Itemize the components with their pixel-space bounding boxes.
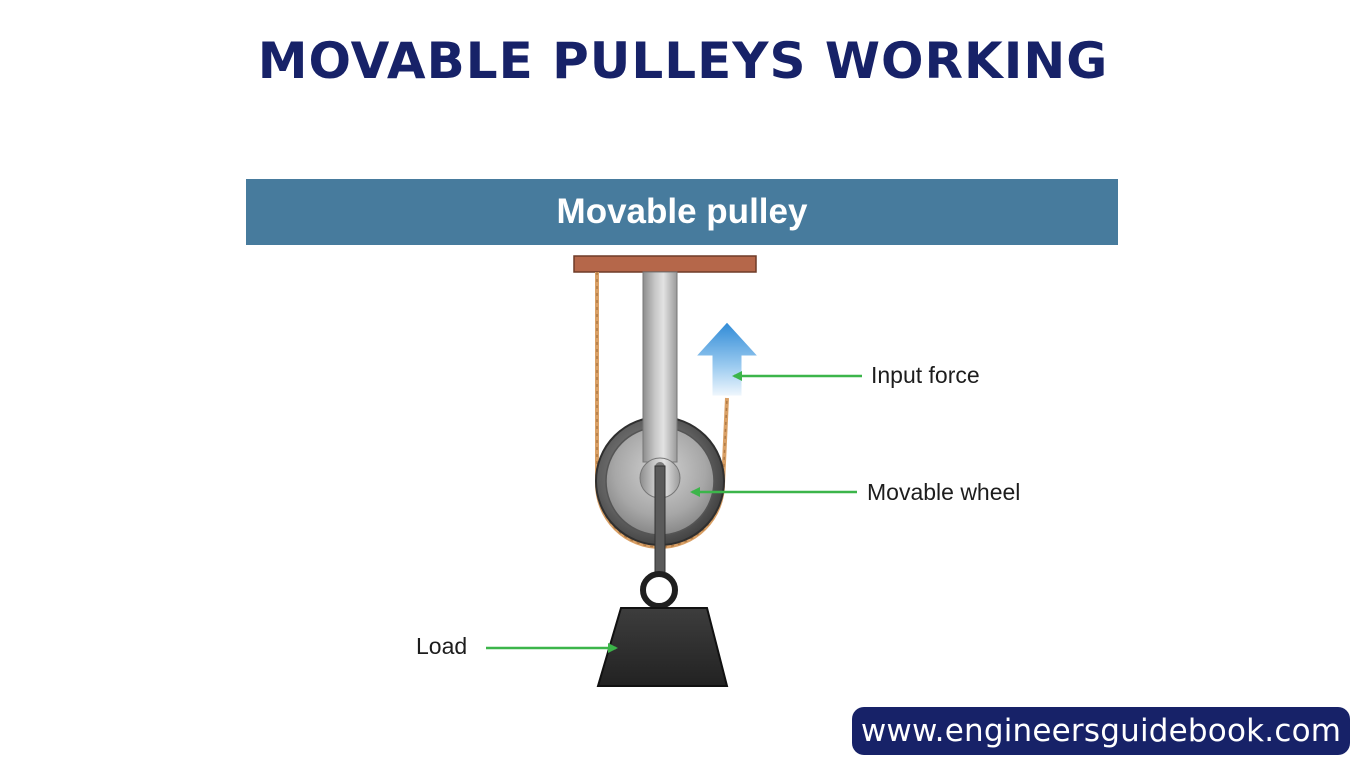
load-label: Load <box>416 633 468 659</box>
diagram-banner: Movable pulley <box>246 179 1118 245</box>
hanger-rod <box>654 465 666 573</box>
pulley-arm <box>639 271 681 499</box>
hook-ring <box>640 571 678 609</box>
load-weight <box>596 607 729 687</box>
banner-label: Movable pulley <box>556 192 808 231</box>
movable-wheel-label: Movable wheel <box>867 479 1021 505</box>
input-force-arrow <box>694 321 760 397</box>
input-force-label: Input force <box>871 362 980 388</box>
page-title: MOVABLE PULLEYS WORKING <box>257 32 1109 90</box>
ceiling-beam <box>573 255 757 273</box>
website-url[interactable]: www.engineersguidebook.com <box>860 713 1342 749</box>
website-badge[interactable]: www.engineersguidebook.com <box>852 707 1350 755</box>
